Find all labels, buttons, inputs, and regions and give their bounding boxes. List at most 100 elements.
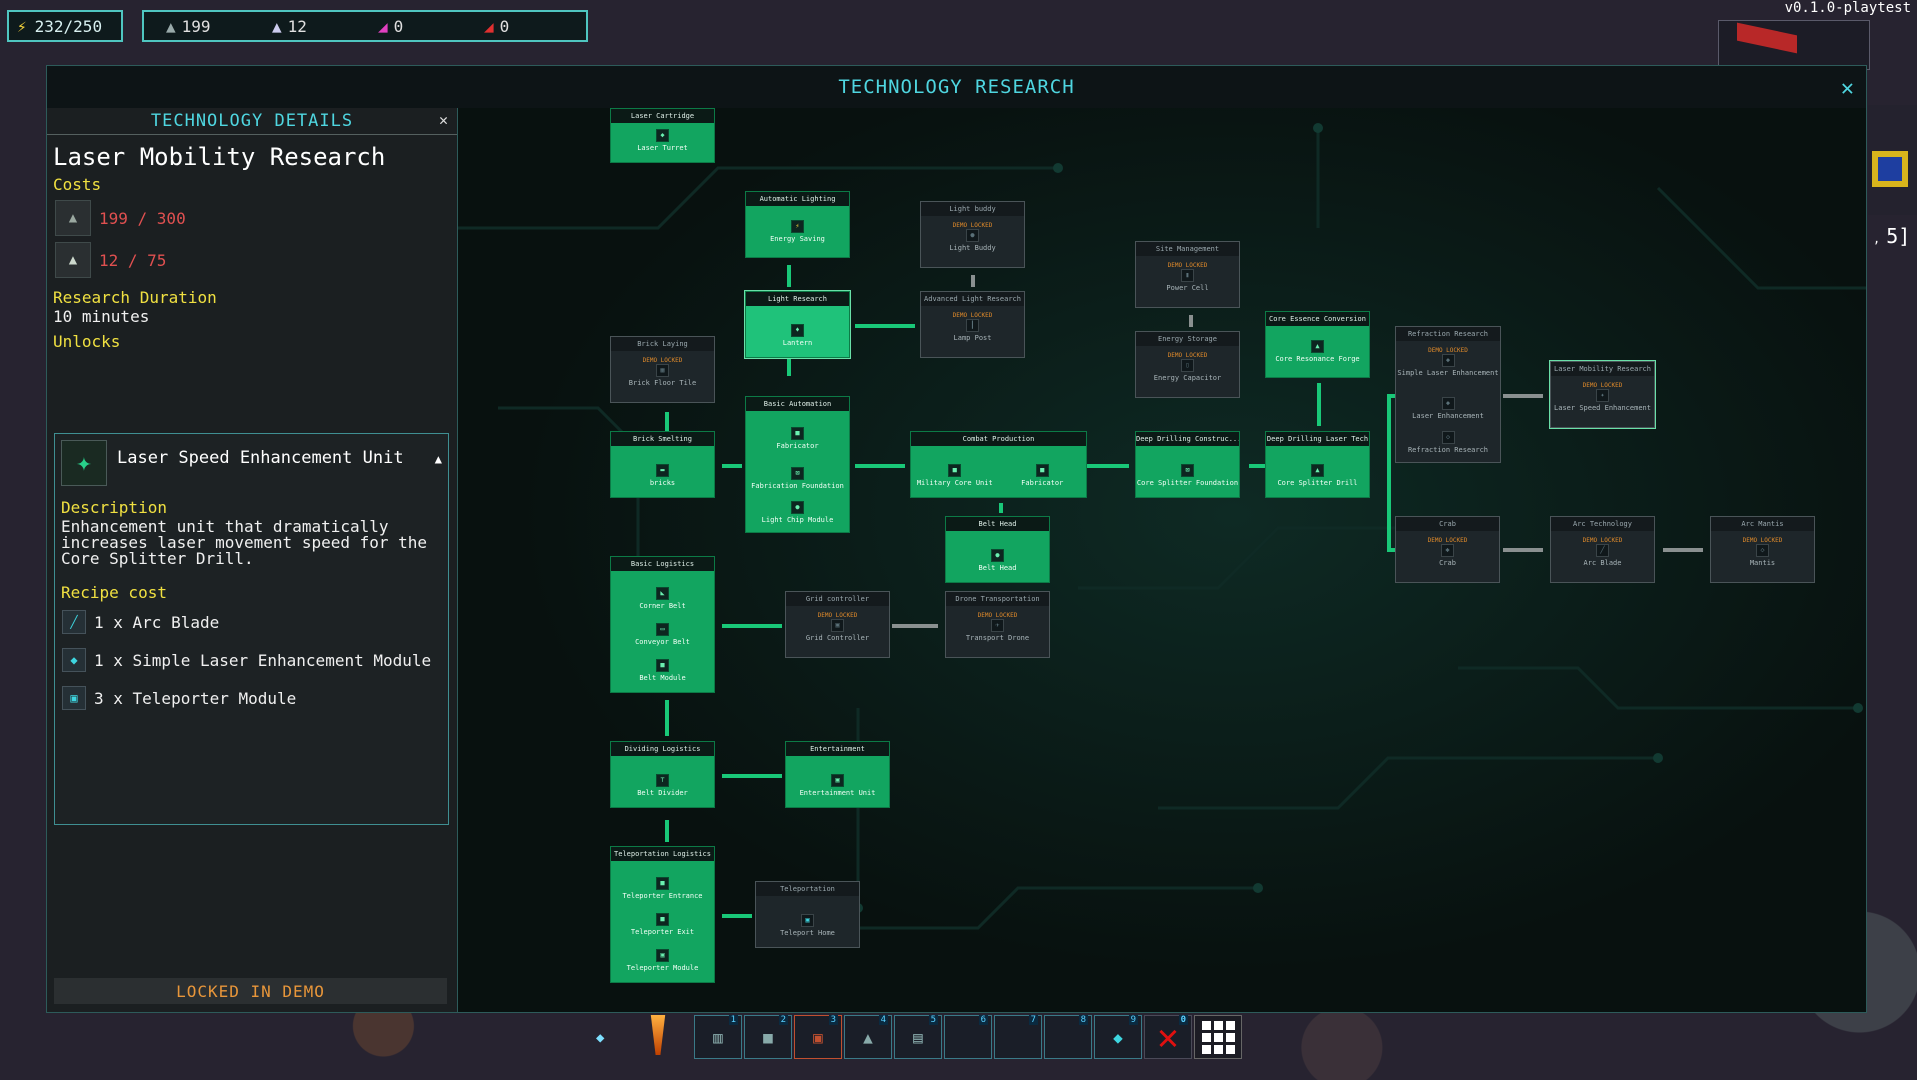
locked-in-demo-button[interactable]: LOCKED IN DEMO <box>54 978 447 1004</box>
tech-node-brick-laying[interactable]: Brick Laying DEMO LOCKED▦Brick Floor Til… <box>610 336 715 403</box>
connector <box>665 820 669 842</box>
connector <box>665 412 669 432</box>
military-core-icon: ■ <box>948 464 962 477</box>
energy-counter: ⚡ 232/250 <box>7 10 123 42</box>
tech-node-crab[interactable]: Crab DEMO LOCKED✱Crab <box>1395 516 1500 583</box>
tech-node-basic-automation[interactable]: Basic Automation ■Fabricator ⊠Fabricatio… <box>745 396 850 533</box>
version-label: v0.1.0-playtest <box>1784 0 1911 16</box>
minimap[interactable] <box>1718 20 1870 70</box>
tech-node-advanced-light-research[interactable]: Advanced Light Research DEMO LOCKED┃Lamp… <box>920 291 1025 358</box>
power-cell-icon: ▮ <box>1181 269 1194 282</box>
tech-node-energy-storage[interactable]: Energy Storage DEMO LOCKED▯Energy Capaci… <box>1135 331 1240 398</box>
tech-node-belt-head[interactable]: Belt Head ●Belt Head <box>945 516 1050 583</box>
tech-node-grid-controller[interactable]: Grid controller DEMO LOCKED▣Grid Control… <box>785 591 890 658</box>
fabricator-icon: ■ <box>763 1027 773 1047</box>
connector <box>855 464 905 468</box>
laser-enhancement-icon: ◆ <box>1441 354 1455 367</box>
connector <box>1387 394 1401 398</box>
hotbar-slot-8[interactable]: 8 <box>1044 1015 1092 1059</box>
beacon-icon: ◆ <box>596 1030 605 1046</box>
details-close-button[interactable]: ✕ <box>438 111 449 129</box>
tech-node-core-essence-conversion[interactable]: Core Essence Conversion ▲Core Resonance … <box>1265 311 1370 378</box>
details-header: TECHNOLOGY DETAILS ✕ <box>47 108 457 135</box>
connector <box>971 275 975 287</box>
connector <box>1317 383 1321 426</box>
conveyor-belt-icon: ▭ <box>656 623 669 636</box>
hotbar-slot-1[interactable]: 1▥ <box>694 1015 742 1059</box>
energy-value: 232/250 <box>34 16 103 36</box>
lightning-icon: ⚡ <box>17 16 27 36</box>
tech-node-light-research[interactable]: Light Research ♦Lantern <box>744 290 851 359</box>
tech-node-teleportation-logistics[interactable]: Teleportation Logistics ■Teleporter Entr… <box>610 846 715 983</box>
tech-name: Laser Mobility Research <box>53 143 386 171</box>
furnace-icon: ▣ <box>813 1027 823 1047</box>
resource-bar: ▲199 ▲12 ◢0 ◢0 <box>142 10 588 42</box>
collapse-caret-icon[interactable]: ▲ <box>434 452 442 466</box>
hotbar-slot-9[interactable]: 9◆ <box>1094 1015 1142 1059</box>
mantis-icon: ◇ <box>1756 544 1769 557</box>
tech-node-arc-mantis[interactable]: Arc Mantis DEMO LOCKED◇Mantis <box>1710 516 1815 583</box>
teleport-home-icon: ▣ <box>801 914 814 927</box>
fabricator-icon: ■ <box>791 427 804 440</box>
splitter-foundation-icon: ⊠ <box>1181 464 1194 477</box>
tech-node-brick-smelting[interactable]: Brick Smelting ▬bricks <box>610 431 715 498</box>
hotbar-slot-4[interactable]: 4▲ <box>844 1015 892 1059</box>
hotbar-slot-0[interactable]: 0✕ <box>1144 1015 1192 1059</box>
recipe-item: ╱ 1 x Arc Blade <box>62 610 448 634</box>
tech-tree-canvas[interactable]: Laser Cartridge ◆Laser Turret Automatic … <box>458 108 1866 1012</box>
delete-icon: ✕ <box>1157 1016 1179 1058</box>
unlock-card[interactable]: ✦ Laser Speed Enhancement Unit ▲ Descrip… <box>54 433 449 825</box>
hotbar-slot-3[interactable]: 3▣ <box>794 1015 842 1059</box>
hotbar-slot-6[interactable]: 6 <box>944 1015 992 1059</box>
connector <box>855 324 915 328</box>
belt-module-icon: ■ <box>656 659 669 672</box>
tech-node-site-management[interactable]: Site Management DEMO LOCKED▮Power Cell <box>1135 241 1240 308</box>
hotbar-slot-5[interactable]: 5▤ <box>894 1015 942 1059</box>
metal-icon: ▲ <box>55 242 91 278</box>
world-terrain-chunk <box>1868 105 1917 215</box>
tech-node-laser-cartridge[interactable]: Laser Cartridge ◆Laser Turret <box>610 108 715 163</box>
arc-blade-icon: ╱ <box>1596 544 1609 557</box>
laser-module-icon: ◆ <box>62 648 86 672</box>
teleporter-exit-icon: ■ <box>656 913 669 926</box>
connector <box>1249 464 1265 468</box>
tech-node-automatic-lighting[interactable]: Automatic Lighting ⚡Energy Saving <box>745 191 850 258</box>
tech-node-deep-drilling-construction[interactable]: Deep Drilling Construc... ⊠Core Splitter… <box>1135 431 1240 498</box>
tech-node-basic-logistics[interactable]: Basic Logistics ◣Corner Belt ▭Conveyor B… <box>610 556 715 693</box>
connector <box>1387 548 1401 552</box>
tech-node-light-buddy[interactable]: Light buddy DEMO LOCKED●Light Buddy <box>920 201 1025 268</box>
tech-node-laser-mobility-research[interactable]: Laser Mobility Research DEMO LOCKED✦Lase… <box>1549 360 1656 429</box>
capacitor-icon: ▯ <box>1181 359 1194 372</box>
laser-icon: ◆ <box>1441 397 1455 410</box>
connector <box>892 624 938 628</box>
window-close-button[interactable]: ✕ <box>1840 76 1854 101</box>
tech-node-deep-drilling-laser-tech[interactable]: Deep Drilling Laser Tech ▲Core Splitter … <box>1265 431 1370 498</box>
drill-icon: ▲ <box>1311 464 1324 477</box>
belt-icon: ▥ <box>713 1027 723 1047</box>
floor-tile-icon: ▦ <box>656 364 669 377</box>
crab-icon: ✱ <box>1441 544 1454 557</box>
energy-saving-icon: ⚡ <box>791 220 804 233</box>
duration-value: 10 minutes <box>53 307 150 326</box>
tech-node-entertainment[interactable]: Entertainment ▣Entertainment Unit <box>785 741 890 808</box>
lantern-icon: ♦ <box>791 324 804 337</box>
connector <box>722 914 752 918</box>
hotbar-slot-7[interactable]: 7 <box>994 1015 1042 1059</box>
red-crystal-icon: ◢ <box>484 16 494 36</box>
connector <box>665 700 669 736</box>
tech-node-dividing-logistics[interactable]: Dividing Logistics ⊤Belt Divider <box>610 741 715 808</box>
tech-node-refraction-research[interactable]: Refraction Research DEMO LOCKED◆Simple L… <box>1395 326 1501 463</box>
circuit-background <box>458 123 1866 930</box>
furnace-icon <box>650 1015 666 1055</box>
build-menu-button[interactable] <box>1194 1015 1242 1059</box>
tech-node-teleportation[interactable]: Teleportation ▣Teleport Home <box>755 881 860 948</box>
cost-row-metal: ▲ 12 / 75 <box>55 242 457 278</box>
resource-stone: ▲199 <box>166 16 211 36</box>
tech-node-drone-transportation[interactable]: Drone Transportation DEMO LOCKED✈Transpo… <box>945 591 1050 658</box>
recipe-item: ◆ 1 x Simple Laser Enhancement Module <box>62 648 448 672</box>
tech-node-combat-production[interactable]: Combat Production ■Military Core Unit ■F… <box>910 431 1087 498</box>
hotbar-slot-2[interactable]: 2■ <box>744 1015 792 1059</box>
tech-node-arc-technology[interactable]: Arc Technology DEMO LOCKED╱Arc Blade <box>1550 516 1655 583</box>
turret-icon: ◆ <box>656 129 669 142</box>
connector <box>1503 548 1543 552</box>
